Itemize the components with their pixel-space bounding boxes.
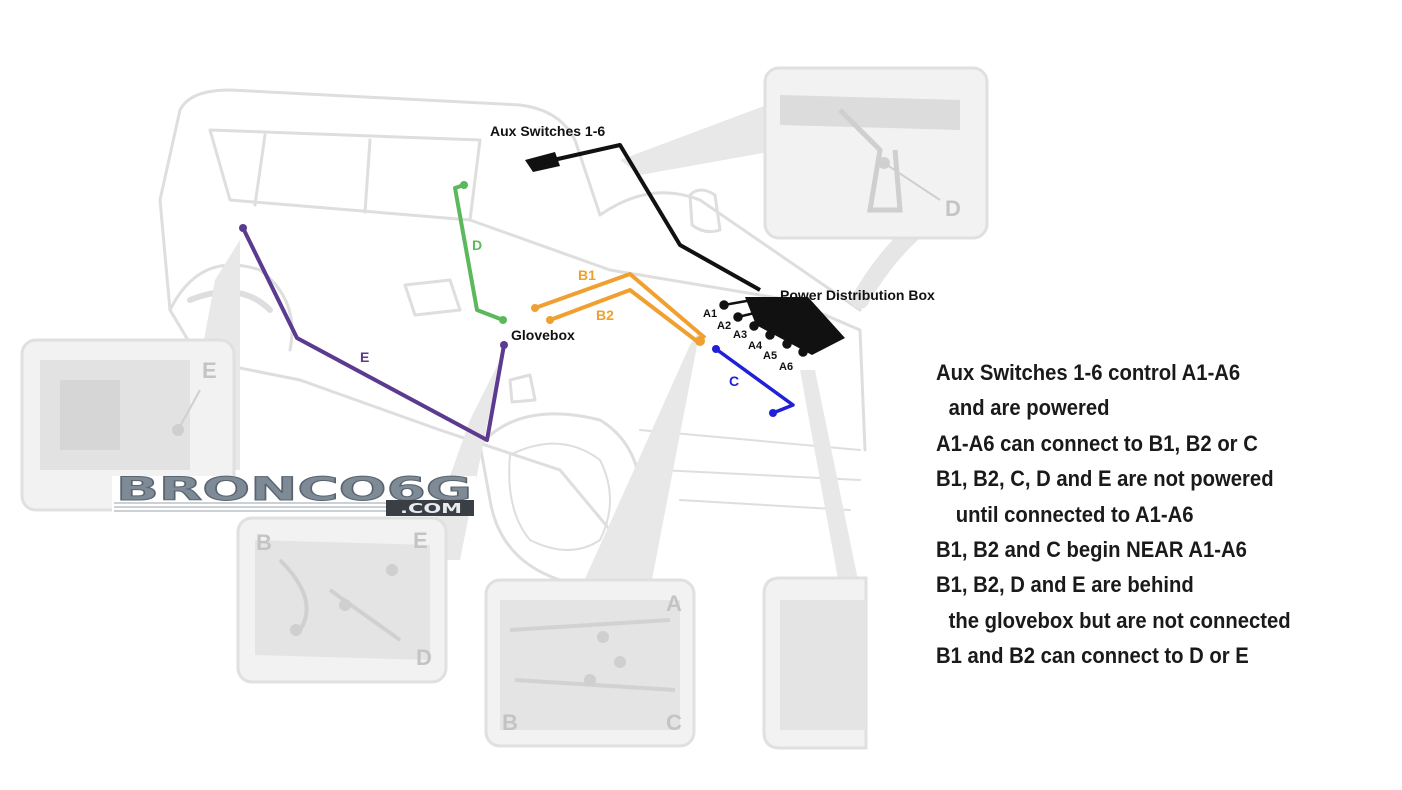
inset-label-a: A bbox=[666, 591, 682, 616]
label-a3: A3 bbox=[733, 329, 747, 341]
inset-bottom-center: A B C bbox=[484, 578, 696, 748]
note-line: B1, B2, D and E are behind bbox=[936, 572, 1194, 598]
note-line: A1-A6 can connect to B1, B2 or C bbox=[936, 430, 1258, 456]
label-a2: A2 bbox=[717, 320, 731, 332]
inset-bottom-left: B E D bbox=[236, 516, 448, 684]
notes-panel: Aux Switches 1-6 control A1-A6 and are p… bbox=[936, 358, 1332, 677]
label-power-distribution-box: Power Distribution Box bbox=[780, 287, 935, 303]
wire-d bbox=[453, 181, 507, 324]
inset-label-b: B bbox=[256, 530, 272, 555]
label-a6: A6 bbox=[779, 361, 793, 373]
label-a5: A5 bbox=[763, 350, 777, 362]
label-wire-d: D bbox=[472, 237, 482, 253]
label-glovebox: Glovebox bbox=[511, 327, 575, 343]
inset-label-d2: D bbox=[416, 645, 432, 670]
wire-b2 bbox=[546, 288, 705, 346]
label-wire-b2: B2 bbox=[596, 307, 614, 323]
wire-b1 bbox=[531, 272, 707, 340]
wire-c bbox=[712, 345, 795, 417]
inset-label-b2: B bbox=[502, 710, 518, 735]
wire-aux-switches bbox=[525, 143, 761, 292]
label-aux-switches: Aux Switches 1-6 bbox=[490, 123, 605, 139]
logo-text: BRONCO6G bbox=[116, 470, 472, 508]
note-line: and are powered bbox=[948, 395, 1110, 421]
a-terminal-labels: A1 A2 A3 A4 A5 A6 bbox=[703, 308, 793, 373]
inset-label-e2: E bbox=[413, 528, 428, 553]
logo-subtext: .COM bbox=[400, 502, 462, 517]
inset-label-e: E bbox=[202, 358, 217, 383]
note-line: B1, B2, C, D and E are not powered bbox=[936, 466, 1274, 492]
note-line: the glovebox but are not connected bbox=[948, 607, 1291, 633]
inset-bottom-right bbox=[762, 576, 868, 750]
label-a1: A1 bbox=[703, 308, 717, 320]
inset-label-d: D bbox=[945, 196, 961, 221]
label-wire-b1: B1 bbox=[578, 267, 596, 283]
label-a4: A4 bbox=[748, 340, 763, 352]
label-wire-e: E bbox=[360, 349, 369, 365]
note-line: B1, B2 and C begin NEAR A1-A6 bbox=[936, 536, 1247, 562]
label-wire-c: C bbox=[729, 373, 739, 389]
wire-e bbox=[239, 224, 508, 442]
bronco6g-logo: BRONCO6G .COM bbox=[112, 470, 476, 517]
note-line: Aux Switches 1-6 control A1-A6 bbox=[936, 360, 1241, 385]
note-line: until connected to A1-A6 bbox=[955, 501, 1194, 527]
inset-left: E bbox=[20, 338, 236, 512]
power-distribution-box bbox=[719, 297, 845, 357]
inset-top-right: D bbox=[763, 66, 989, 240]
note-line: B1 and B2 can connect to D or E bbox=[936, 643, 1249, 669]
inset-label-c: C bbox=[666, 710, 682, 735]
